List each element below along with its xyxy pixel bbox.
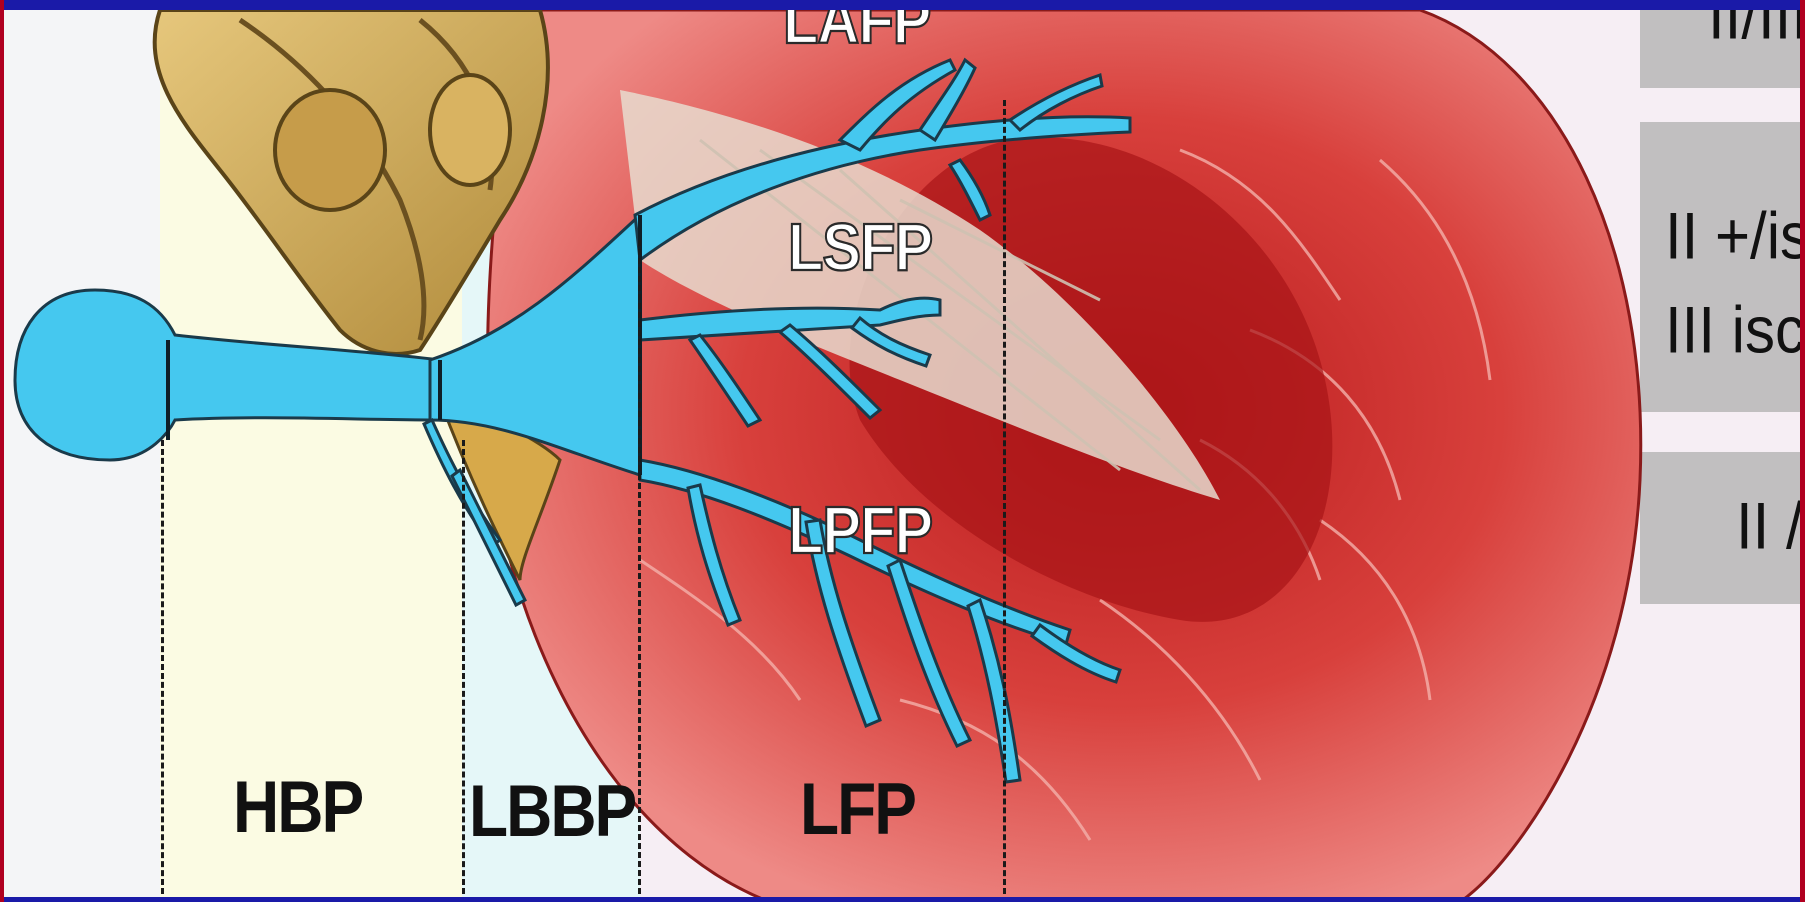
table-row-2b-text: III isc [1665, 292, 1805, 368]
frame-left-border [0, 0, 4, 902]
lbbp-label: LBBP [469, 774, 635, 848]
lpfp-label: LPFP [788, 498, 932, 565]
divider-hbp-lbbp [462, 440, 465, 894]
lfp-label: LFP [800, 772, 915, 846]
frame-right-border [1800, 0, 1805, 902]
divider-lbbp-lfp [638, 240, 641, 894]
lsfp-label: LSFP [788, 215, 932, 282]
hbp-label: HBP [233, 770, 362, 844]
table-row-2a-text: II +/is [1665, 198, 1805, 274]
divider-hbp-left [161, 440, 164, 894]
table-row-3-text: II /I [1736, 488, 1805, 564]
frame-top-border [0, 0, 1805, 10]
divider-lfp-right [1003, 100, 1006, 894]
frame-bottom-border [0, 897, 1805, 902]
